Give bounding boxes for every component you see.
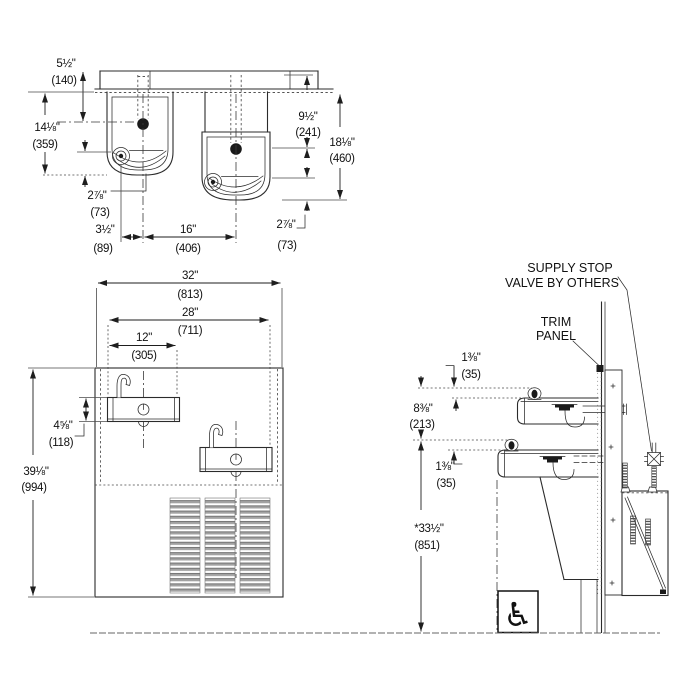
front-view: 32" (813) 28" (711) 12" (305) 4⅝" (118) (21, 270, 284, 598)
dim-text: (994) (21, 482, 47, 494)
dim-text: 32" (182, 270, 198, 282)
supply-riser (622, 462, 628, 489)
right-fountain-front (199, 421, 273, 578)
dim-upper-bubbler: 1⅜" (35) (445, 352, 481, 411)
callout-text: TRIM (541, 315, 572, 329)
callout-text: SUPPLY STOP (527, 261, 612, 275)
ventilation-grille (169, 497, 271, 594)
leader-line (572, 340, 601, 368)
dim-text: (460) (329, 153, 355, 165)
bubbler-plan (207, 176, 219, 188)
dim-text: 12" (136, 332, 152, 344)
dim-text: (305) (131, 350, 157, 362)
dim-text: 9½" (298, 111, 317, 123)
dim-lower-bubbler: 1⅜" (35) (435, 451, 463, 490)
dim-text: (213) (409, 419, 435, 431)
supply-stop-callout: SUPPLY STOP VALVE BY OTHERS (505, 261, 652, 452)
dim-text: (813) (177, 289, 203, 301)
dim-right-front: 2⅞" (73) (276, 167, 310, 252)
dim-overall-width: 32" (813) (96, 270, 283, 367)
dim-text: 2⅞" (276, 219, 295, 231)
dim-text: 5½" (56, 58, 75, 70)
dim-text: (851) (414, 540, 440, 552)
bubbler-spout (116, 373, 131, 398)
mounting-bracket-box (620, 462, 669, 597)
dim-text: (35) (436, 478, 456, 490)
dim-spacing: 16" (406) (144, 224, 235, 255)
dim-text: 8⅜" (413, 403, 432, 415)
dim-text: (359) (32, 139, 58, 151)
bubbler-spout (209, 423, 224, 448)
callout-text: PANEL (536, 329, 576, 343)
dim-text: (89) (93, 243, 113, 255)
drain-strainer (543, 456, 562, 460)
back-panel (604, 369, 623, 596)
wall-and-trim (596, 301, 623, 634)
bubbler-plan (115, 150, 127, 162)
left-basin-plan (106, 75, 174, 243)
drain-strainer (555, 404, 574, 408)
dim-text: (35) (461, 369, 481, 381)
supply-stop-valve (644, 442, 664, 467)
upper-fountain-side (516, 387, 627, 428)
dim-text: *33½" (414, 523, 444, 535)
dim-text: (406) (175, 243, 201, 255)
dim-text: 1⅜" (461, 352, 480, 364)
dim-text: (241) (295, 127, 321, 139)
dim-bubbler-offset: 8⅜" (213) (409, 376, 435, 439)
bubbler-guard (112, 147, 130, 165)
dim-text: 39⅛" (23, 466, 48, 478)
top-plan-view: 5½" (140) 14⅛" (359) 2⅞" (73) 3½" (89) (28, 58, 355, 255)
side-view: 1⅜" (35) 8⅜" (213) 1⅜" (35) *33½" (851) (409, 261, 669, 634)
dim-ada-height: *33½" (851) (414, 441, 444, 632)
dim-text: 4⅝" (53, 420, 72, 432)
dim-text: 1⅜" (435, 461, 454, 473)
dim-unit-height: 4⅝" (118) (49, 397, 107, 449)
dim-cabinet-height: 39⅛" (994) (21, 367, 94, 598)
dim-text: (73) (90, 207, 110, 219)
callout-text: VALVE BY OTHERS (505, 276, 619, 290)
dim-text: 16" (180, 224, 196, 236)
dim-text: 18⅛" (329, 137, 354, 149)
dim-left-front: 2⅞" (73) (77, 140, 147, 219)
leader-line (617, 276, 652, 452)
dim-text: (118) (49, 437, 74, 449)
drain-front (230, 471, 242, 477)
mounting-panel-plan (94, 70, 334, 93)
lower-fountain-side (497, 438, 623, 480)
dim-text: 28" (182, 307, 198, 319)
supply-riser (651, 466, 657, 488)
dim-text: (711) (178, 325, 203, 337)
p-trap (552, 462, 575, 480)
dim-units-width: 28" (711) (107, 307, 271, 446)
dim-text: (140) (51, 75, 77, 87)
p-trap (564, 410, 585, 428)
dim-bubbler-offset: 3½" (89) (93, 165, 142, 255)
accessibility-sign: ♿ (497, 590, 539, 634)
dim-text: (73) (277, 240, 297, 252)
bubbler-guard (204, 173, 222, 191)
dim-left-depth: 14⅛" (359) (28, 91, 107, 176)
dim-text: 14⅛" (34, 122, 59, 134)
dim-text: 2⅞" (87, 190, 106, 202)
trim-panel-callout: TRIM PANEL (536, 315, 601, 368)
drain-front (138, 421, 149, 427)
dim-right-depth: 18⅛" (460) (282, 94, 355, 201)
dim-unit-width: 12" (305) (109, 332, 178, 396)
cabinet-side-profile (496, 476, 599, 633)
left-fountain-front (106, 371, 181, 451)
dim-right-mid: 9½" (241) (272, 74, 321, 179)
cabinet-outline (94, 367, 284, 598)
dim-setback: 5½" (140) (51, 58, 136, 123)
right-basin-plan (201, 75, 271, 243)
trim-panel-edge (597, 366, 602, 595)
dim-text: 3½" (95, 224, 114, 236)
accessibility-icon: ♿ (503, 595, 533, 634)
